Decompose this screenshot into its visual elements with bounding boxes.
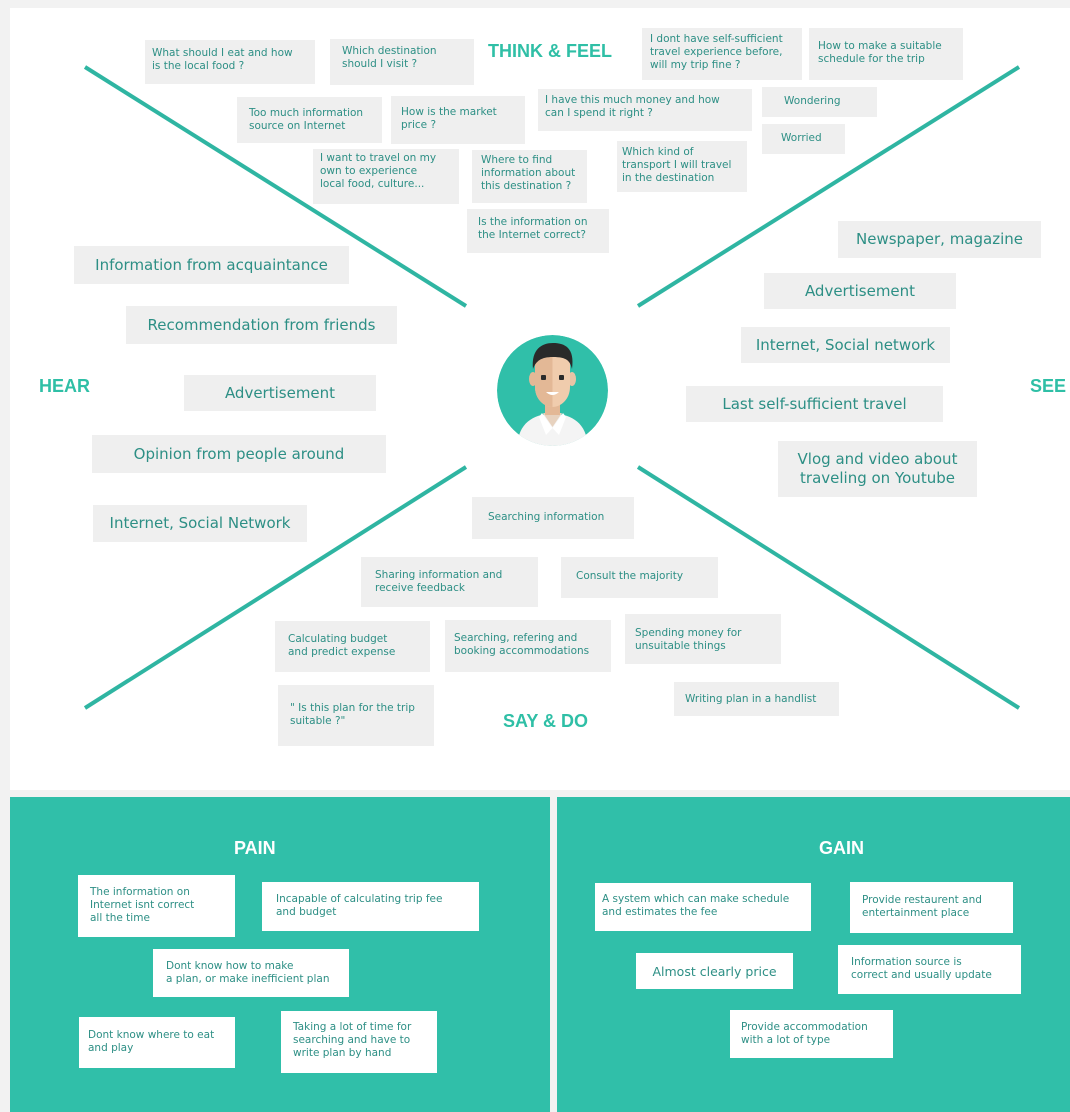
divider-line-bottom-left: [83, 465, 468, 710]
think-feel-note: I dont have self-sufficient travel exper…: [642, 28, 802, 80]
gain-card: Almost clearly price: [636, 953, 793, 989]
gain-card: A system which can make schedule and est…: [595, 883, 811, 931]
say-do-note: Searching, refering and booking accommod…: [445, 620, 611, 672]
avatar: [497, 335, 608, 446]
think-feel-note: Worried: [762, 124, 845, 154]
hear-heading: HEAR: [39, 376, 91, 396]
think-feel-note: Is the information on the Internet corre…: [467, 209, 609, 253]
think-feel-note: Which kind of transport I will travel in…: [617, 141, 747, 192]
think-feel-note: What should I eat and how is the local f…: [145, 40, 315, 84]
say-do-note: Writing plan in a handlist: [674, 682, 839, 716]
see-note: Last self-sufficient travel: [686, 386, 943, 422]
hear-note: Recommendation from friends: [126, 306, 397, 344]
pain-card: Taking a lot of time for searching and h…: [281, 1011, 437, 1073]
think-feel-heading: THINK & FEEL: [488, 41, 612, 61]
think-feel-note: Which destination should I visit ?: [330, 39, 474, 85]
think-feel-note: How is the market price ?: [391, 96, 525, 144]
hear-note: Opinion from people around: [92, 435, 386, 473]
say-do-heading: SAY & DO: [503, 711, 589, 731]
person-avatar-icon: [497, 335, 608, 446]
say-do-note: Sharing information and receive feedback: [361, 557, 538, 607]
divider-line-top-left: [83, 65, 468, 308]
think-feel-note: Too much information source on Internet: [237, 97, 382, 143]
pain-title: PAIN: [234, 838, 276, 858]
pain-card: Incapable of calculating trip fee and bu…: [262, 882, 479, 931]
quadrant-divider-lines: [83, 65, 1021, 710]
say-do-note: Spending money for unsuitable things: [625, 614, 781, 664]
hear-note: Advertisement: [184, 375, 376, 411]
pain-card: Dont know where to eat and play: [79, 1017, 235, 1068]
gain-title: GAIN: [819, 838, 864, 858]
pain-card: The information on Internet isnt correct…: [78, 875, 235, 937]
think-feel-note: I have this much money and how can I spe…: [538, 89, 752, 131]
hear-note: Internet, Social Network: [93, 505, 307, 542]
see-heading: SEE: [1030, 376, 1067, 396]
gain-card: Provide restaurent and entertainment pla…: [850, 882, 1013, 933]
say-do-note: " Is this plan for the trip suitable ?": [278, 685, 434, 746]
hear-note: Information from acquaintance: [74, 246, 349, 284]
think-feel-note: How to make a suitable schedule for the …: [809, 28, 963, 80]
say-do-note: Consult the majority: [561, 557, 718, 598]
say-do-note: Searching information: [472, 497, 634, 539]
divider-line-top-right: [636, 65, 1021, 308]
gain-card: Provide accommodation with a lot of type: [730, 1010, 893, 1058]
divider-line-bottom-right: [636, 465, 1021, 710]
think-feel-note: I want to travel on my own to experience…: [313, 149, 459, 204]
think-feel-note: Where to find information about this des…: [472, 150, 587, 203]
see-note: Advertisement: [764, 273, 956, 309]
think-feel-note: Wondering: [762, 87, 877, 117]
say-do-note: Calculating budget and predict expense: [275, 621, 430, 672]
pain-card: Dont know how to make a plan, or make in…: [153, 949, 349, 997]
see-note: Vlog and video about traveling on Youtub…: [778, 441, 977, 497]
see-note: Internet, Social network: [741, 327, 950, 363]
see-note: Newspaper, magazine: [838, 221, 1041, 258]
gain-card: Information source is correct and usuall…: [838, 945, 1021, 994]
